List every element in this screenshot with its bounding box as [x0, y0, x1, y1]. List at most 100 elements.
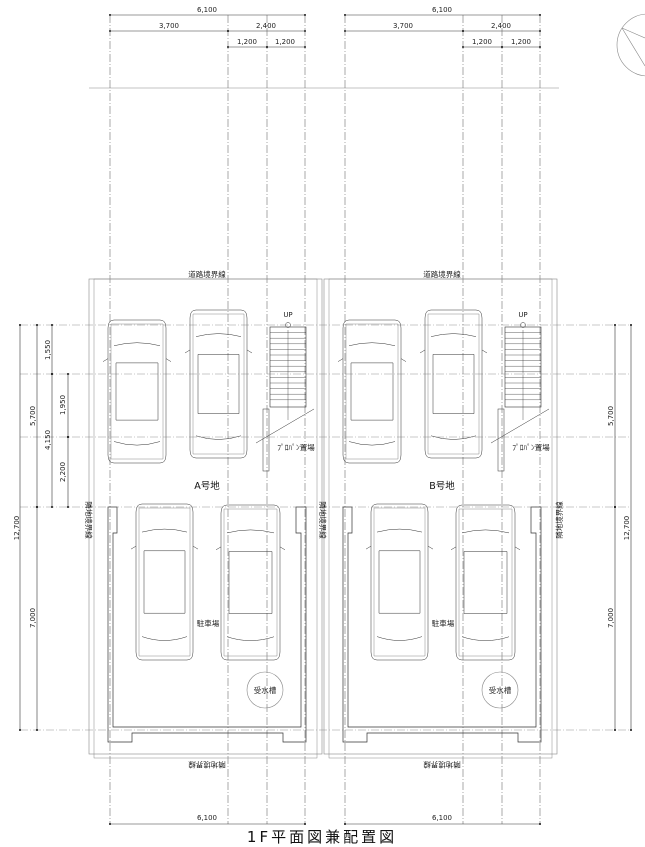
lot-a-label: A号地	[194, 480, 220, 492]
neighbor-boundary-label-left: 隣地境界線	[84, 501, 94, 539]
dim-bottom-total-a: 6,100	[197, 814, 217, 822]
car-upper-right-a-outline	[195, 435, 242, 440]
car-upper-left-a	[102, 319, 172, 464]
dim-2200: 2,200	[59, 462, 67, 482]
car-upper-right-a-outline	[184, 349, 253, 354]
dim-line-bottom-a-tick	[109, 823, 111, 825]
dim-top-total-b: 6,100	[432, 6, 452, 14]
car-lower-right-a-outline	[228, 551, 273, 614]
dim-line-depth-total-right-tick	[630, 324, 632, 326]
car-lower-right-b-outline	[450, 546, 521, 551]
car-lower-left-a-outline	[138, 507, 191, 657]
car-upper-left-a-outline	[102, 358, 172, 362]
car-lower-left-a-outline	[141, 528, 188, 533]
car-upper-right-b-outline	[432, 354, 475, 414]
dim-top-half2-b: 1,200	[511, 38, 531, 46]
north-arrow-line	[621, 27, 645, 67]
car-lower-right-a-outline	[215, 546, 286, 551]
car-lower-left-a-outline	[135, 503, 194, 661]
car-upper-left-b-outline	[348, 342, 396, 346]
car-upper-left-a-outline	[113, 441, 161, 446]
car-upper-left-b-outline	[348, 441, 396, 446]
propane-wall-b	[497, 408, 505, 472]
dim-1550: 1,550	[44, 340, 52, 360]
car-lower-left-b	[365, 503, 434, 661]
neighbor-boundary-label-bottom-b: 隣地境界線	[423, 760, 461, 770]
car-lower-left-b-outline	[376, 528, 423, 533]
dim-top-half1-b: 1,200	[472, 38, 492, 46]
car-upper-left-b	[337, 319, 407, 464]
car-lower-left-a-outline	[141, 636, 188, 641]
dim-depth-total-right: 12,700	[623, 516, 631, 541]
dim-top-left-b: 3,700	[393, 22, 413, 30]
car-upper-left-a-outline	[110, 323, 164, 460]
parking-label-a: 駐車場	[197, 618, 220, 628]
dim-line-depth-total-left-tick	[19, 729, 21, 731]
dim-top-right-a: 2,400	[256, 22, 276, 30]
dim-4150: 4,150	[44, 430, 52, 450]
site-boundary-inner-b	[328, 278, 553, 759]
car-lower-right-a-outline	[223, 508, 278, 657]
car-upper-right-b-outline	[419, 349, 488, 354]
dim-depth-total-left: 12,700	[13, 516, 21, 541]
water-tank-label-b: 受水槽	[489, 685, 512, 695]
car-lower-right-a-outline	[220, 504, 281, 661]
dim-depth-lower-right: 7,000	[607, 608, 615, 628]
drawing-title: 1F平面図兼配置図	[247, 828, 397, 846]
dim-1950: 1,950	[59, 395, 67, 415]
stair-up-label-b: UP	[518, 311, 527, 319]
water-tank-a	[246, 671, 284, 709]
dim-depth-upper-right: 5,700	[607, 406, 615, 426]
neighbor-boundary-label-middle: 隣地境界線	[318, 501, 328, 539]
dim-bottom-total-b: 6,100	[432, 814, 452, 822]
car-upper-left-a-outline	[107, 319, 167, 464]
dim-line-depth-lower-left-tick	[36, 729, 38, 731]
car-upper-right-b-outline	[424, 309, 483, 459]
plan-geometry	[19, 13, 645, 825]
car-lower-left-b-outline	[378, 550, 421, 614]
dim-line-bottom-a-tick	[304, 823, 306, 825]
dim-line-2200-tick	[67, 436, 69, 438]
dim-depth-lower-left: 7,000	[29, 608, 37, 628]
dim-line-bottom-b-tick	[539, 823, 541, 825]
neighbor-boundary-label-bottom-a: 隣地境界線	[188, 760, 226, 770]
dim-line-depth-lower-right-tick	[614, 506, 616, 508]
dim-depth-upper-left: 5,700	[29, 406, 37, 426]
propane-leader-a	[255, 408, 315, 444]
car-lower-left-b-outline	[365, 545, 434, 550]
dim-top-right-b: 2,400	[491, 22, 511, 30]
dim-top-total-a: 6,100	[197, 6, 217, 14]
car-upper-right-b	[419, 309, 488, 459]
dim-line-depth-upper-right-tick	[614, 324, 616, 326]
dim-top-left-a: 3,700	[159, 22, 179, 30]
dim-line-1950-tick	[67, 373, 69, 375]
site-boundary-b	[323, 278, 558, 755]
car-lower-right-b-outline	[461, 529, 510, 534]
car-upper-right-b-outline	[427, 313, 480, 455]
road-boundary-label-b: 道路境界線	[423, 269, 461, 279]
parking-label-b: 駐車場	[432, 618, 455, 628]
car-lower-left-a-outline	[143, 550, 186, 614]
water-tank-label-a: 受水槽	[254, 685, 277, 695]
dim-line-bottom-b-tick	[344, 823, 346, 825]
propane-label-a: ﾌﾟﾛﾊﾟﾝ置場	[277, 442, 315, 452]
dim-line-depth-lower-right-tick	[614, 729, 616, 731]
north-arrow-icon	[616, 13, 645, 77]
car-upper-right-a-outline	[192, 313, 245, 455]
dim-line-depth-upper-left-tick	[36, 324, 38, 326]
car-lower-left-b-outline	[373, 507, 426, 657]
car-lower-right-a-outline	[226, 529, 275, 534]
car-upper-right-a-outline	[189, 309, 248, 459]
car-upper-left-b-outline	[337, 358, 407, 362]
car-upper-right-b-outline	[430, 333, 477, 337]
car-upper-right-b-outline	[430, 435, 477, 440]
dim-top-half2-a: 1,200	[275, 38, 295, 46]
road-boundary-label-a: 道路境界線	[188, 269, 226, 279]
propane-label-b: ﾌﾟﾛﾊﾟﾝ置場	[512, 442, 550, 452]
car-upper-right-a	[184, 309, 253, 459]
car-upper-left-b-outline	[342, 319, 402, 464]
car-upper-left-b-outline	[345, 323, 399, 460]
propane-leader-b	[490, 408, 550, 444]
dim-line-depth-lower-left-tick	[36, 506, 38, 508]
